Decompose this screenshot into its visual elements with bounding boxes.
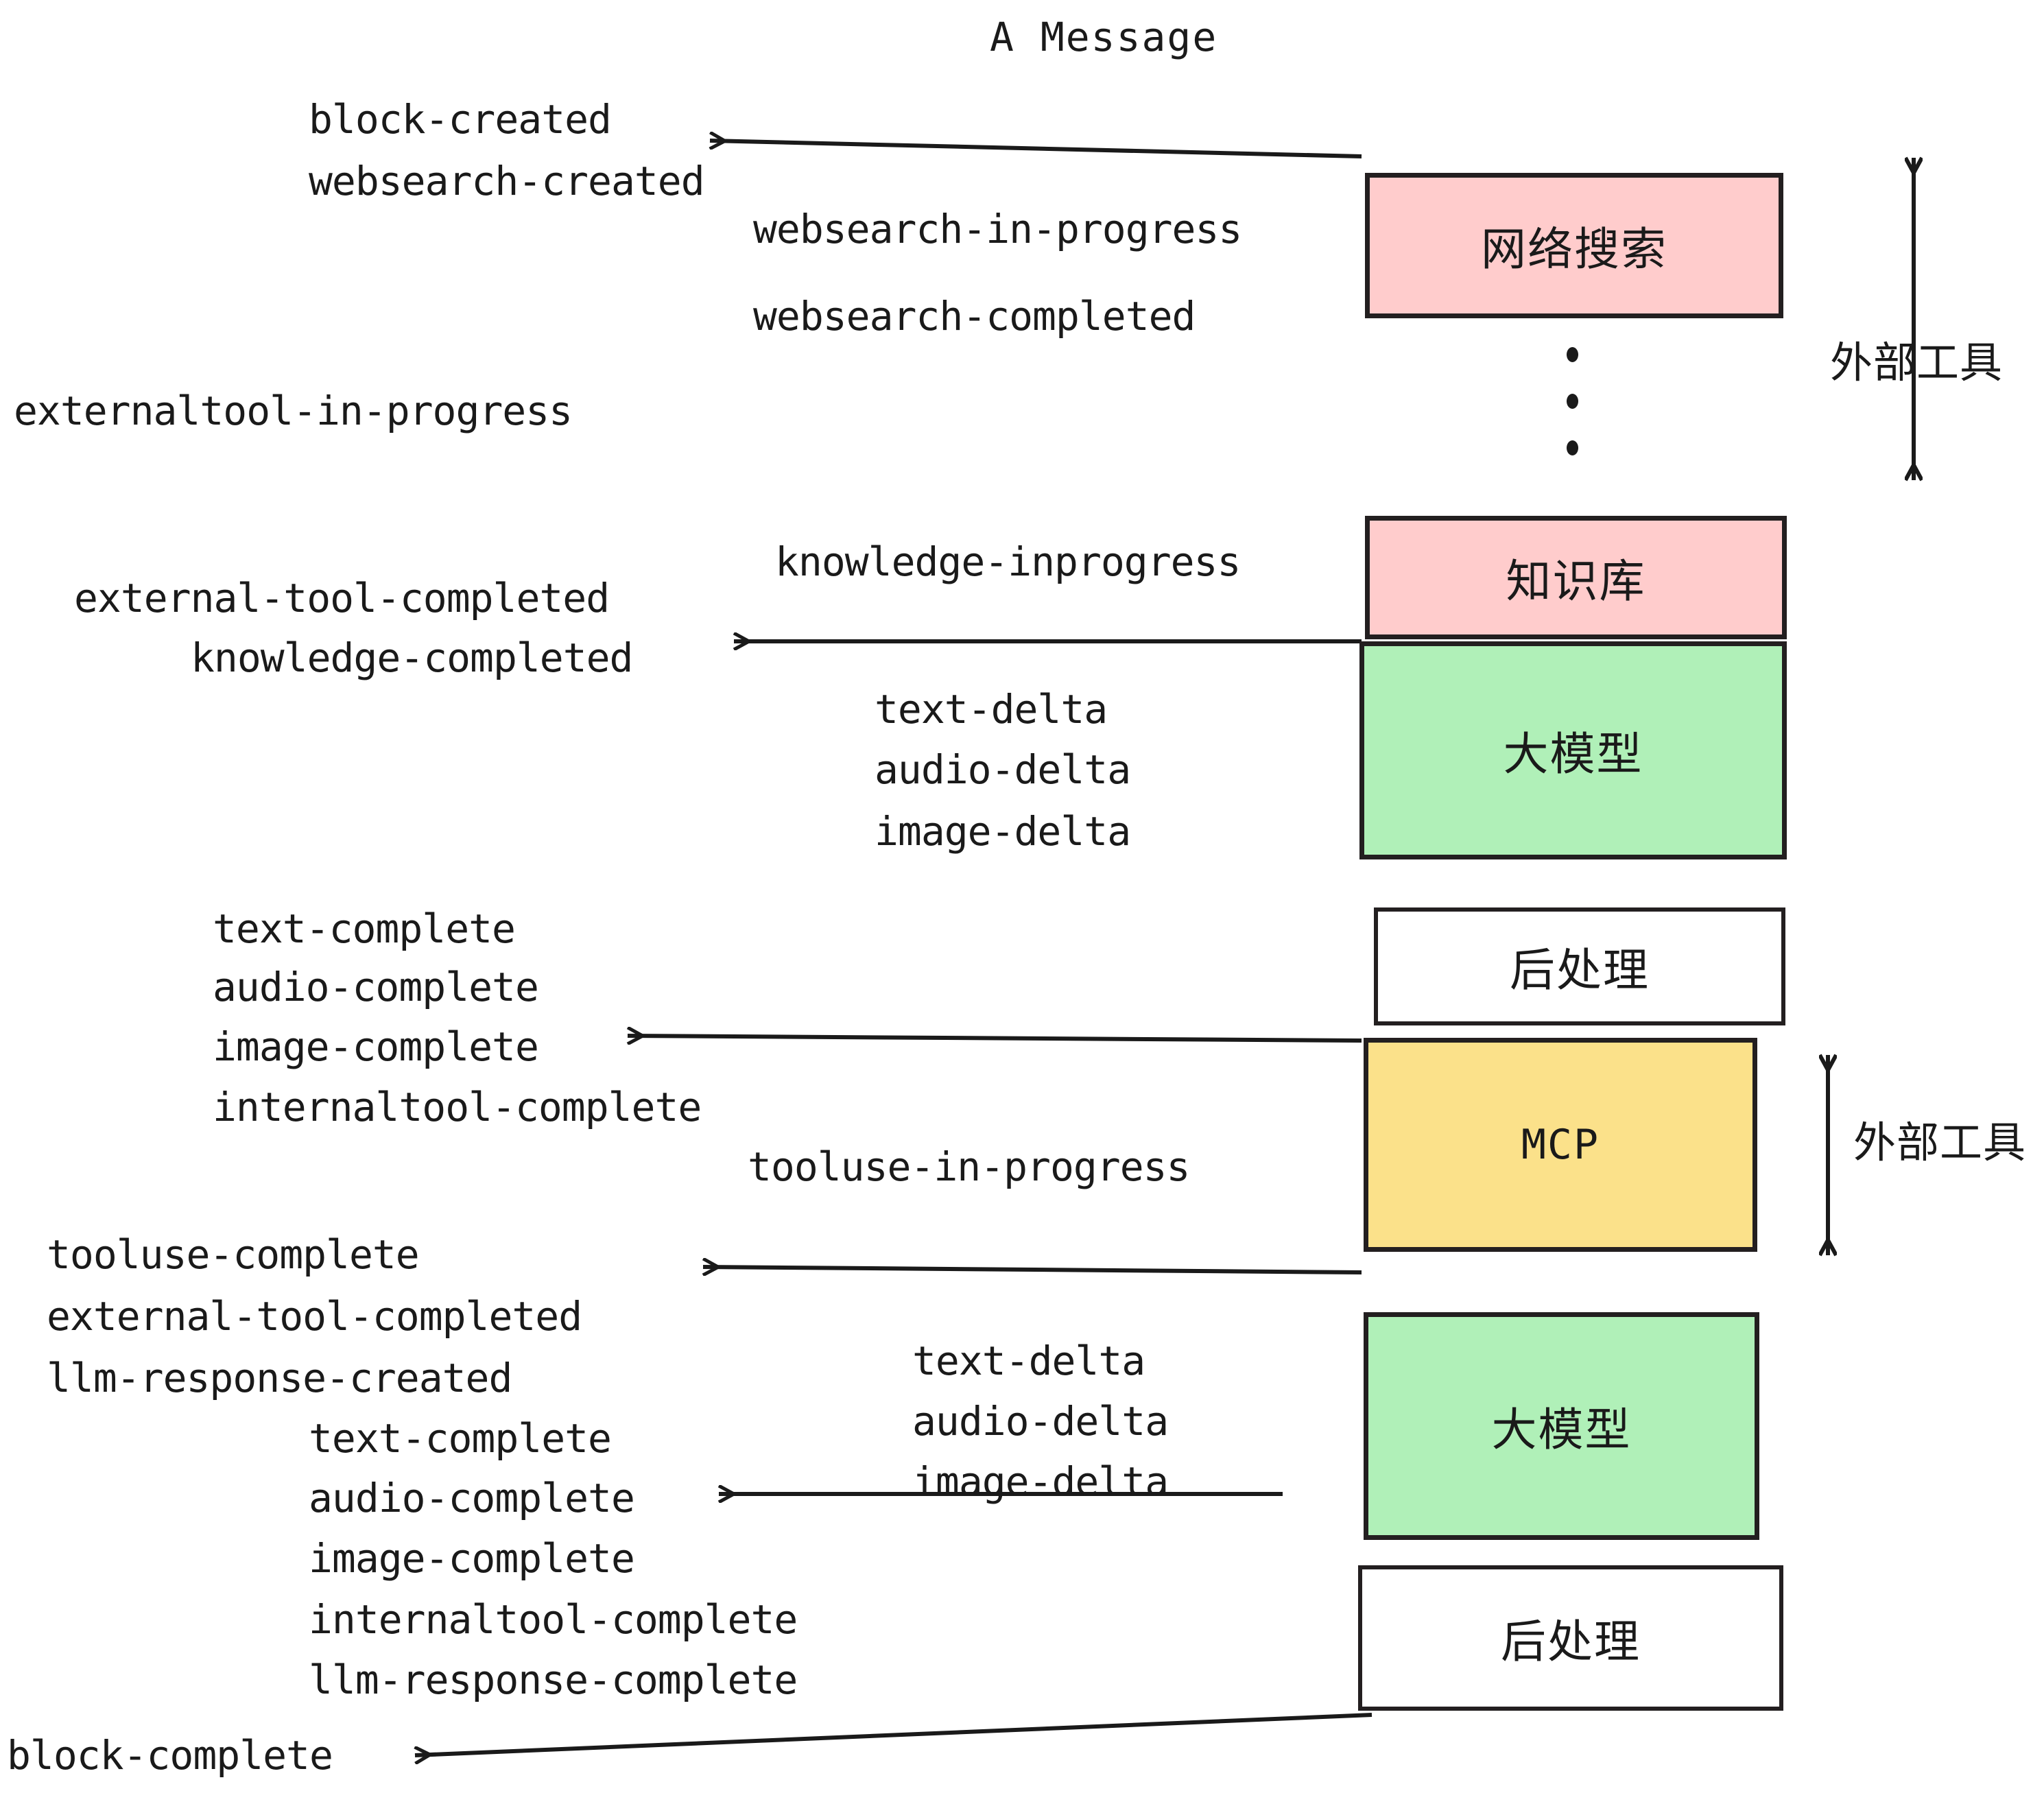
event-image-complete-2: image-complete [309, 1535, 635, 1582]
event-audio-delta-2: audio-delta [912, 1398, 1169, 1445]
ellipsis-dots [1565, 347, 1579, 455]
event-image-delta-1: image-delta [875, 808, 1131, 855]
dot [1566, 440, 1578, 455]
label-external-tools-top: 外部工具 [1830, 337, 2004, 388]
box-mcp[interactable]: MCP [1364, 1038, 1757, 1252]
event-block-complete: block-complete [7, 1732, 333, 1779]
box-websearch[interactable]: 网络搜索 [1365, 173, 1783, 318]
arrow-image-complete-1 [628, 1036, 1362, 1041]
event-audio-delta-1: audio-delta [875, 746, 1131, 793]
event-knowledge-inprogress: knowledge-inprogress [775, 538, 1241, 585]
event-text-complete-2: text-complete [309, 1415, 612, 1462]
event-tooluse-in-progress: tooluse-in-progress [748, 1143, 1190, 1190]
arrow-tooluse-complete [703, 1267, 1362, 1272]
arrow-block-complete [415, 1713, 1372, 1755]
event-llm-response-complete: llm-response-complete [309, 1657, 798, 1703]
event-externaltool-in-progress: externaltool-in-progress [14, 388, 573, 434]
event-image-delta-2: image-delta [912, 1458, 1169, 1505]
box-post-top[interactable]: 后处理 [1374, 907, 1785, 1025]
event-internaltool-complete-2: internaltool-complete [309, 1596, 798, 1643]
event-audio-complete-1: audio-complete [213, 964, 539, 1010]
event-tooluse-complete: tooluse-complete [47, 1231, 420, 1278]
box-post-bottom[interactable]: 后处理 [1358, 1565, 1783, 1711]
label-external-tools-bottom: 外部工具 [1853, 1117, 2027, 1167]
event-text-delta-2: text-delta [912, 1338, 1145, 1384]
event-websearch-completed: websearch-completed [753, 293, 1196, 340]
event-block-created: block-created [309, 96, 612, 143]
event-text-delta-1: text-delta [875, 686, 1108, 733]
arrow-block-created [710, 141, 1362, 158]
dot [1566, 394, 1578, 409]
event-text-complete-1: text-complete [213, 905, 516, 952]
box-llm-top[interactable]: 大模型 [1359, 641, 1787, 859]
event-websearch-created: websearch-created [309, 158, 705, 204]
event-audio-complete-2: audio-complete [309, 1475, 635, 1521]
event-external-tool-completed-1: external-tool-completed [74, 575, 610, 621]
box-llm-bottom[interactable]: 大模型 [1364, 1312, 1759, 1540]
page-title: A Message [990, 14, 1218, 60]
event-llm-response-created: llm-response-created [47, 1355, 512, 1401]
dot [1566, 347, 1578, 362]
event-knowledge-completed: knowledge-completed [191, 634, 633, 681]
event-image-complete-1: image-complete [213, 1023, 539, 1070]
event-websearch-in-progress: websearch-in-progress [753, 206, 1242, 252]
box-knowledge[interactable]: 知识库 [1365, 516, 1787, 639]
event-external-tool-completed-2: external-tool-completed [47, 1293, 582, 1340]
event-internaltool-complete-1: internaltool-complete [213, 1084, 702, 1130]
